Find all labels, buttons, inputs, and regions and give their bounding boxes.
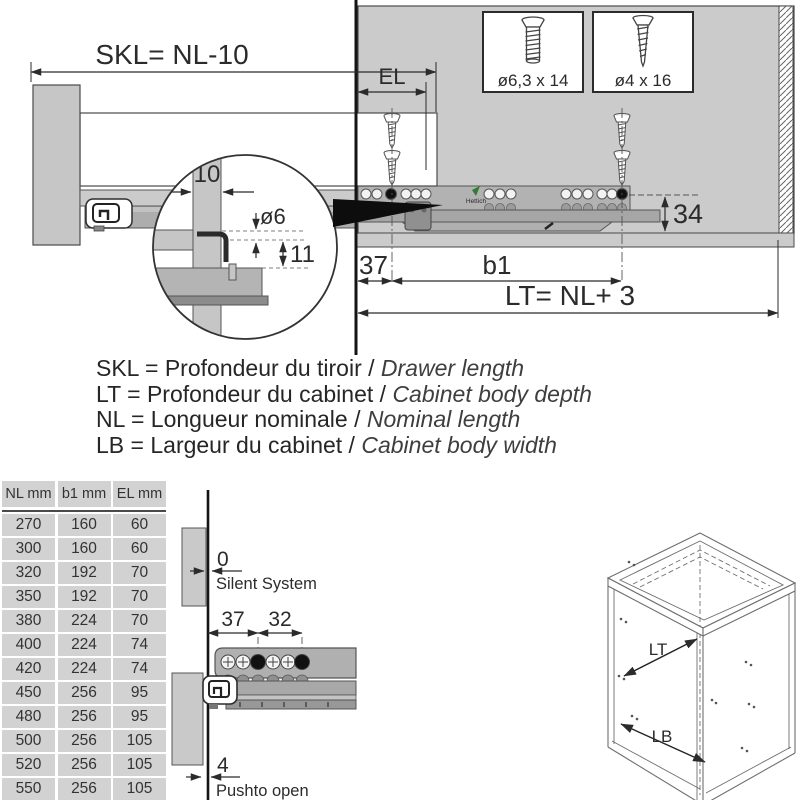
dim-push-to-open: 4 Pushto open <box>186 754 309 800</box>
cabinet-wireframe <box>606 532 797 800</box>
dim-lb-3d: LB <box>620 723 706 763</box>
detail-hook-profile <box>197 231 229 262</box>
detail-pointer-wedge <box>333 199 443 227</box>
side-view-technical-drawing: Hettich <box>30 0 795 355</box>
hettich-logo: Hettich <box>466 186 487 205</box>
dim-skl-label: SKL= NL-10 <box>95 39 248 70</box>
dim-0-label: 0 <box>217 548 229 571</box>
dim-lb-label: LB <box>652 727 673 746</box>
dim-b1-label: b1 <box>483 250 512 280</box>
table-header-row: NL mm b1 mm EL mm <box>2 481 166 507</box>
detail-dim-d6: ø6 <box>260 204 286 229</box>
legend-abbr: LT <box>96 380 121 407</box>
legend-line-skl: SKL = Profondeur du tiroir / Drawer leng… <box>96 355 525 381</box>
legend-en: Nominal length <box>366 406 521 432</box>
table-header-b1: b1 mm <box>57 481 111 507</box>
cabinet-bottom-panel <box>355 232 795 248</box>
detail-circle: 10 ø6 11 <box>152 154 338 340</box>
screw-box-2-label: ø4 x 16 <box>615 71 672 90</box>
dim-32-label: 32 <box>268 608 291 631</box>
dim-lt-label: LT <box>649 640 668 659</box>
silent-system-label: Silent System <box>216 575 317 593</box>
legend-fr: Largeur du cabinet <box>150 431 343 458</box>
dim-37: 37 <box>357 250 393 285</box>
drill-hole-marks <box>617 560 756 753</box>
table-header-nl: NL mm <box>2 481 55 507</box>
dim-silent-system: 0 Silent System <box>190 548 317 593</box>
legend: SKL = Profondeur du tiroir / Drawer leng… <box>96 355 592 458</box>
dim-skl: SKL= NL-10 <box>30 39 437 112</box>
drawer-front-panel <box>32 84 81 246</box>
rail-release-lever <box>544 222 554 230</box>
legend-en: Drawer length <box>380 355 525 381</box>
legend-line-lb: LB = Largeur du cabinet / Cabinet body w… <box>96 431 557 458</box>
legend-abbr: NL <box>96 406 125 432</box>
dim-el: EL <box>357 64 427 170</box>
push-to-open-label: Pushto open <box>216 782 309 800</box>
dim-37-label: 37 <box>221 608 244 631</box>
legend-en: Cabinet body depth <box>392 380 592 407</box>
dim-37-label: 37 <box>359 250 388 280</box>
legend-line-lt: LT = Profondeur du cabinet / Cabinet bod… <box>96 380 592 407</box>
detail-dim-11: 11 <box>290 241 315 268</box>
front-panel-section-top <box>181 527 207 607</box>
front-mounting-diagram: 0 Silent System 37 32 <box>171 490 357 800</box>
cabinet-3d-view: LT LB <box>606 532 797 800</box>
screw-box-1-label: ø6,3 x 14 <box>498 71 569 90</box>
back-panel-hatch <box>778 5 794 235</box>
dim-37-32: 37 32 <box>207 608 303 656</box>
dim-el-label: EL <box>379 64 406 89</box>
table-header-divider <box>2 509 166 512</box>
rail-holes-row1 <box>220 654 310 670</box>
legend-fr: Longueur nominale <box>150 406 348 432</box>
legend-abbr: LB <box>96 431 125 458</box>
legend-fr: Profondeur du tiroir <box>164 355 362 381</box>
table-header-el: EL mm <box>113 481 166 507</box>
dim-lt-label: LT= NL+ 3 <box>505 280 635 311</box>
legend-abbr: SKL <box>96 355 139 381</box>
dim-lt-3d: LT <box>623 638 698 677</box>
dim-lt: LT= NL+ 3 <box>357 240 779 318</box>
front-panel-section-bottom <box>171 672 204 766</box>
screw-box-1: ø6,3 x 14 <box>482 11 584 93</box>
dim-4-label: 4 <box>217 754 229 777</box>
screw-box-2: ø4 x 16 <box>592 11 694 93</box>
legend-en: Cabinet body width <box>361 431 557 458</box>
drawer-rail-front <box>202 647 357 710</box>
front-latch-icon <box>202 675 238 709</box>
dim-b1: b1 <box>391 250 622 285</box>
legend-line-nl: NL = Longueur nominale / Nominal length <box>96 406 521 432</box>
rail-mounting-holes-row1 <box>360 188 628 200</box>
dim-34-label: 34 <box>673 199 703 229</box>
front-latch-icon <box>85 198 133 232</box>
legend-fr: Profondeur du cabinet <box>146 380 374 407</box>
hettich-logo-text: Hettich <box>466 198 487 205</box>
dim-34: 34 <box>629 194 703 232</box>
